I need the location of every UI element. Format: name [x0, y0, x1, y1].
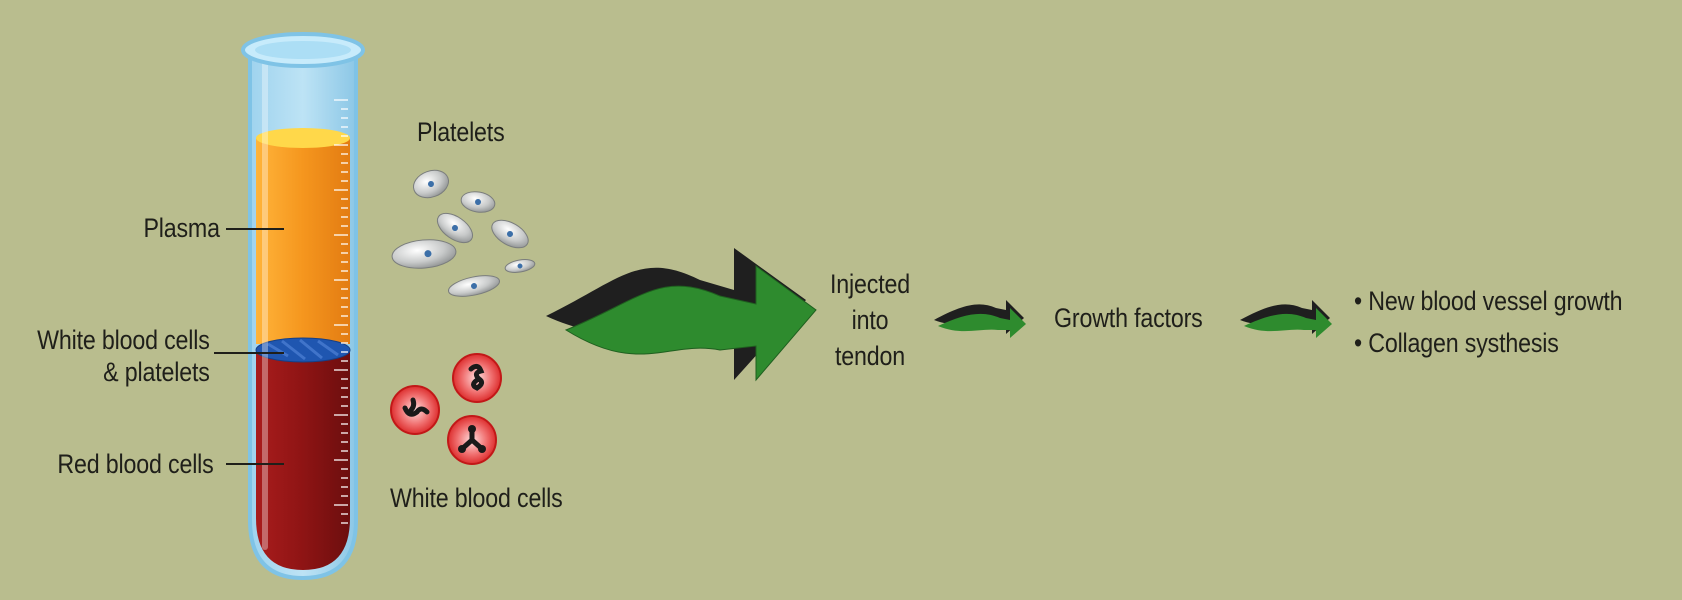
platelet-icon	[391, 239, 457, 269]
injected-label-line3: tendon	[834, 341, 905, 371]
platelet-icon	[436, 212, 474, 244]
curved-arrow-icon	[1240, 300, 1332, 338]
white-cell-group	[390, 353, 502, 465]
wbc-platelets-label-line1: White blood cells	[37, 325, 210, 355]
curved-arrow-icon	[546, 248, 817, 382]
platelet-icon	[413, 169, 449, 199]
effects-list: • New blood vessel growth • Collagen syst…	[1354, 280, 1623, 364]
growth-factors-label: Growth factors	[1054, 303, 1203, 333]
white-cells-label: White blood cells	[390, 483, 563, 513]
platelet-icon	[447, 275, 501, 297]
injected-label: Injected into tendon	[818, 266, 921, 374]
red-cells-label: Red blood cells	[57, 449, 214, 479]
white-blood-cell-icon	[447, 415, 497, 465]
injected-label-line2: into	[851, 305, 889, 335]
plasma-layer	[256, 138, 350, 344]
white-blood-cell-icon	[390, 385, 440, 435]
plasma-label: Plasma	[143, 213, 221, 243]
wbc-platelets-label: White blood cells & platelets	[37, 324, 210, 388]
platelet-icon	[504, 259, 536, 273]
test-tube-icon	[241, 32, 365, 581]
effect-item: • New blood vessel growth	[1354, 286, 1623, 316]
curved-arrow-icon	[934, 300, 1026, 338]
platelet-icon	[460, 191, 496, 213]
red-cell-layer	[256, 350, 350, 570]
effects-items: • New blood vessel growth • Collagen syst…	[1354, 280, 1623, 364]
platelets-label: Platelets	[417, 117, 505, 147]
effect-item: • Collagen systhesis	[1354, 328, 1559, 358]
injected-label-line1: Injected	[830, 269, 910, 299]
platelet-group	[391, 169, 536, 297]
white-blood-cell-icon	[452, 353, 502, 403]
platelet-icon	[491, 219, 529, 249]
buffy-coat-layer	[255, 337, 351, 363]
wbc-platelets-label-line2: & platelets	[103, 357, 210, 387]
